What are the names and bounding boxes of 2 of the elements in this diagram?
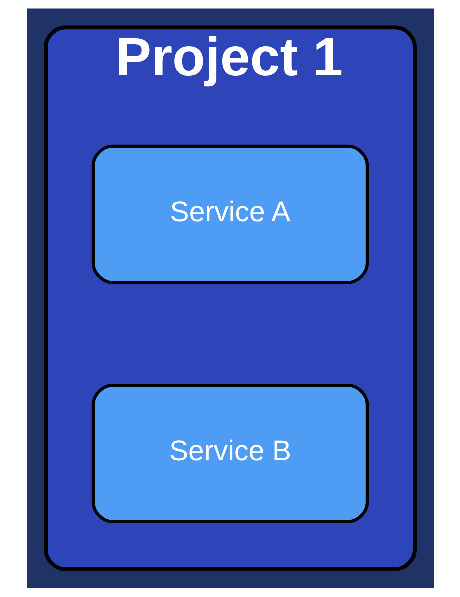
- node-box: Service B: [91, 384, 369, 524]
- node-box: Service A: [91, 144, 369, 284]
